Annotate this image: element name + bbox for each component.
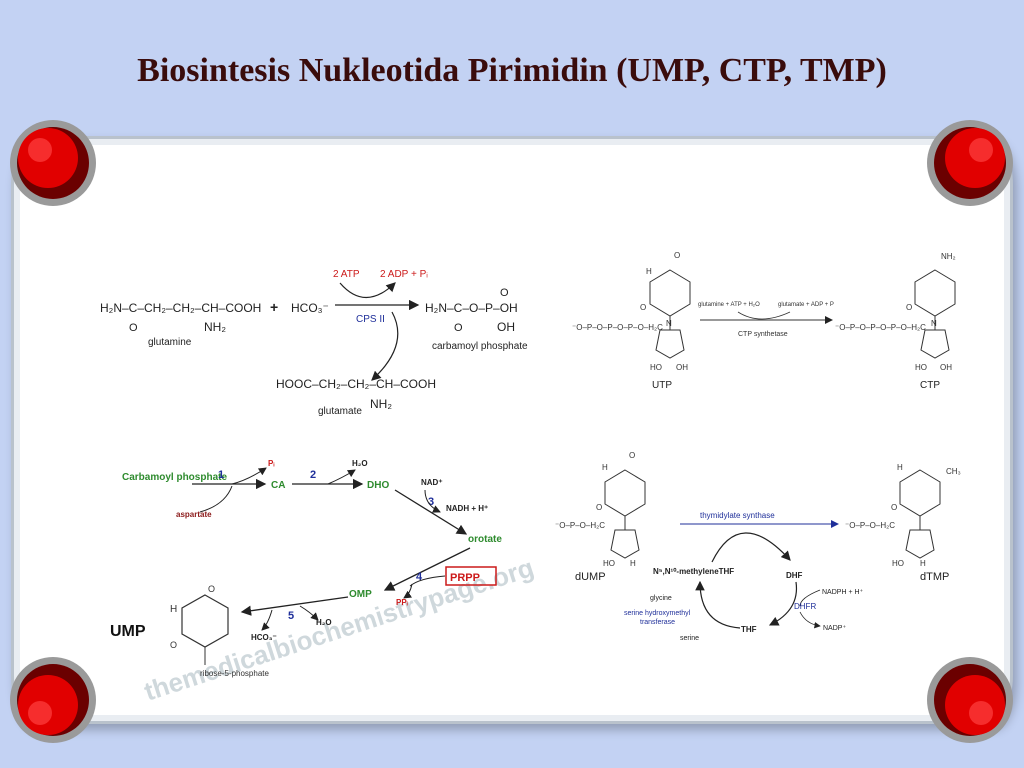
ctp-reactants: glutamine + ATP + H₂O (698, 302, 760, 308)
glutamine-formula: H₂N–C–CH₂–CH₂–CH–COOH (100, 301, 261, 315)
utp-ring-n: N (666, 319, 672, 328)
dump-label: dUMP (575, 571, 606, 583)
step-5-water: H₂O (316, 618, 332, 627)
thf: THF (741, 625, 757, 634)
pushpin-top-left-icon (10, 120, 96, 206)
thymidylate-synthase-enzyme: thymidylate synthase (700, 511, 775, 520)
nadp: NADP⁺ (823, 625, 846, 632)
ump-product: UMP (110, 623, 146, 640)
dtmp-h: H (920, 559, 926, 568)
dtmp-ring-o: O (891, 503, 897, 512)
step-4-label: 4 (416, 571, 423, 583)
utp-ho: HO (650, 363, 662, 372)
step-5-label: 5 (288, 610, 294, 622)
phosphate-oh: OH (497, 320, 515, 334)
dtmp-label: dTMP (920, 571, 949, 583)
step-1-label: 1 (218, 469, 224, 481)
pushpin-top-right-icon (927, 120, 1013, 206)
panel-ctp-synthesis: H O O N ⁻O–P–O–P–O–P–O–H₂C HO OH UTP glu… (572, 251, 956, 391)
utp-ring-o: O (674, 251, 680, 260)
pushpin-bottom-left-icon (10, 657, 96, 743)
ump-ring-o2: O (170, 640, 177, 650)
omp: OMP (349, 589, 372, 600)
dump-h: H (630, 559, 636, 568)
utp-oh: OH (676, 363, 688, 372)
dtmp-ho: HO (892, 559, 904, 568)
nadph: NADPH + H⁺ (822, 589, 864, 596)
ctp-products: glutamate + ADP + P (778, 302, 834, 308)
ump-ring-o: O (208, 584, 215, 594)
step-3-label: 3 (428, 496, 434, 508)
ctp-phosphate-chain: ⁻O–P–O–P–O–P–O–H₂C (835, 323, 926, 332)
carbamoyl-o: O (454, 322, 463, 334)
carbamoyl-aspartate: CA (271, 480, 285, 491)
glutamine-amino: NH₂ (204, 320, 226, 334)
adp-output: 2 ADP + Pᵢ (380, 269, 428, 280)
ctp-synthetase-enzyme: CTP synthetase (738, 331, 788, 338)
ctp-ring-n: N (931, 319, 937, 328)
carbamoyl-phosphate-formula: H₂N–C–O–P–OH (425, 301, 518, 315)
panel-ump-synthesis: themedicalbiochemistrypage.org Carbamoyl… (110, 459, 537, 707)
panel-carbamoyl-phosphate-synthesis: H₂N–C–CH₂–CH₂–CH–COOH O NH₂ glutamine + … (100, 269, 528, 417)
ctp-amino: NH₂ (941, 252, 956, 261)
carbamoyl-phosphate-substrate: Carbamoyl phosphate (122, 472, 227, 483)
bicarbonate: HCO₃⁻ (291, 301, 329, 315)
step-1-pi: Pᵢ (268, 459, 274, 468)
dtmp-methyl: CH₃ (946, 467, 961, 476)
prpp: PRPP (450, 572, 480, 584)
dump-ring-o: O (629, 451, 635, 460)
diagram-board (20, 145, 1004, 715)
glutamate-amino: NH₂ (370, 397, 392, 411)
pyrophosphate: PPᵢ (396, 598, 408, 607)
cps2-enzyme: CPS II (356, 314, 385, 325)
glutamate-label: glutamate (318, 406, 362, 417)
methylene-thf: N⁵,N¹⁰-methyleneTHF (653, 567, 734, 576)
phosphate-o: O (500, 287, 509, 299)
serine: serine (680, 635, 699, 642)
utp-ring-h: H (646, 267, 652, 276)
glutamine-carbonyl-o: O (129, 322, 138, 334)
dhfr-enzyme: DHFR (794, 602, 816, 611)
nad-cofactor: NAD⁺ (421, 478, 443, 487)
step-2-water: H₂O (352, 459, 368, 468)
dump-ho: HO (603, 559, 615, 568)
plus-sign: + (270, 299, 278, 315)
dump-ring-h: H (602, 463, 608, 472)
dtmp-phosphate: ⁻O–P–O–H₂C (845, 521, 895, 530)
slide-title: Biosintesis Nukleotida Pirimidin (UMP, C… (137, 52, 887, 89)
ctp-label: CTP (920, 380, 940, 391)
glycine: glycine (650, 595, 672, 602)
step-2-label: 2 (310, 469, 316, 481)
shmt-enzyme-line2: transferase (640, 619, 675, 626)
ribose-5-phosphate: ribose-5-phosphate (200, 669, 269, 678)
utp-phosphate-chain: ⁻O–P–O–P–O–P–O–H₂C (572, 323, 663, 332)
ump-ring-h: H (170, 604, 177, 615)
ctp-ho: HO (915, 363, 927, 372)
glutamine-label: glutamine (148, 337, 192, 348)
carbamoyl-phosphate-label: carbamoyl phosphate (432, 341, 528, 352)
pushpin-bottom-right-icon (927, 657, 1013, 743)
nadh-product: NADH + H⁺ (446, 504, 488, 513)
atp-input: 2 ATP (333, 269, 360, 280)
dhf: DHF (786, 571, 803, 580)
aspartate: aspartate (176, 510, 212, 519)
dump-ring-o2: O (596, 503, 602, 512)
panel-thymidylate-synthesis: H O O ⁻O–P–O–H₂C HO H dUMP thymidylate s… (555, 451, 961, 642)
orotate: orotate (468, 534, 502, 545)
bicarbonate-release: HCO₃⁻ (251, 633, 277, 642)
dihydroorotate: DHO (367, 480, 389, 491)
dtmp-ring-h: H (897, 463, 903, 472)
prpp-box (445, 566, 497, 586)
shmt-enzyme-line1: serine hydroxymethyl (624, 610, 691, 617)
utp-ring-o2: O (640, 303, 646, 312)
utp-label: UTP (652, 380, 672, 391)
glutamate-formula: HOOC–CH₂–CH₂–CH–COOH (276, 377, 436, 391)
ctp-ring-o: O (906, 303, 912, 312)
dump-phosphate: ⁻O–P–O–H₂C (555, 521, 605, 530)
ctp-oh: OH (940, 363, 952, 372)
